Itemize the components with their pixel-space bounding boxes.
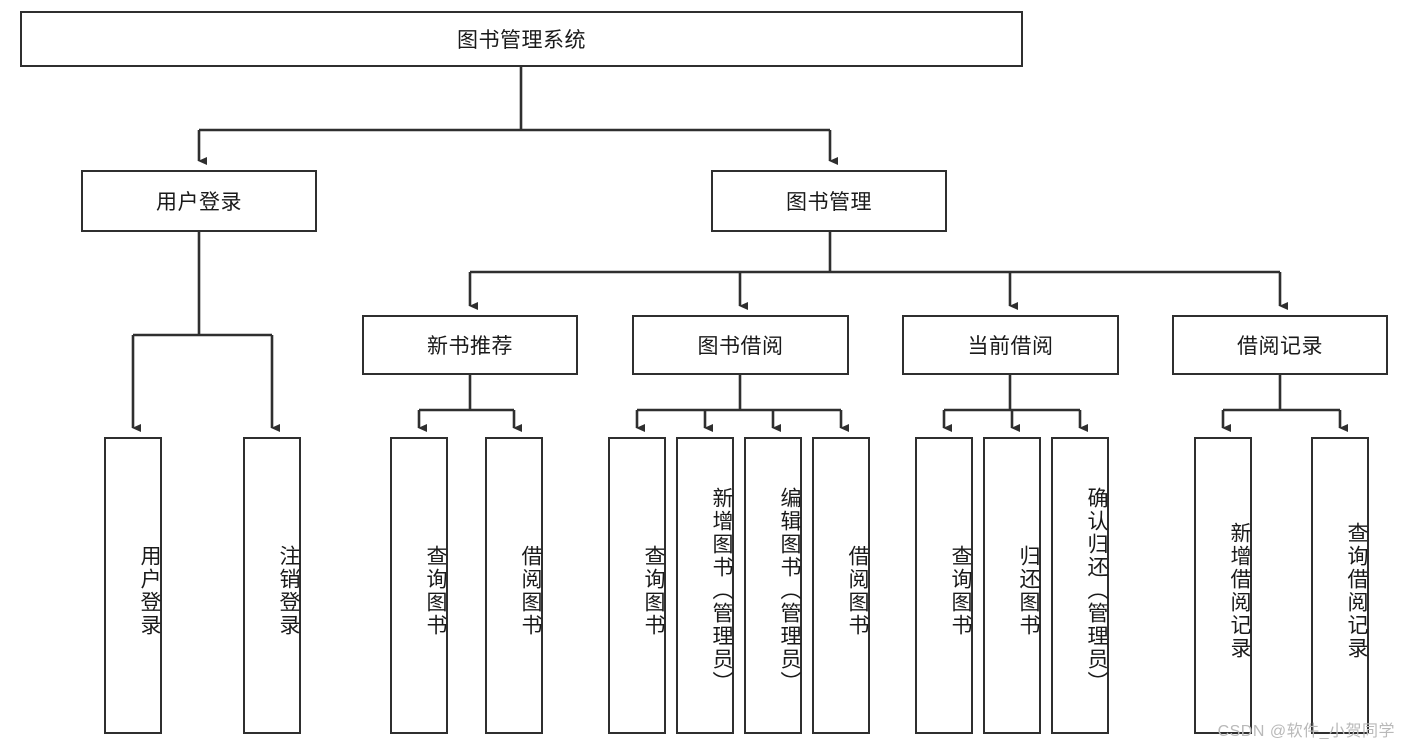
node-leaf-edit-book[interactable]: 编辑图书（管理员） — [744, 437, 802, 734]
node-leaf-query-book-3[interactable]: 查询图书 — [915, 437, 973, 734]
node-leaf-borrow-book-1-label: 借阅图书 — [519, 544, 542, 637]
node-leaf-return-book-label: 归还图书 — [1017, 544, 1040, 637]
node-leaf-query-book-3-label: 查询图书 — [949, 544, 972, 637]
node-root-label: 图书管理系统 — [457, 29, 586, 52]
node-book-manage[interactable]: 图书管理 — [711, 170, 947, 232]
node-current-borrow-label: 当前借阅 — [967, 335, 1054, 358]
node-leaf-borrow-book-2[interactable]: 借阅图书 — [812, 437, 870, 734]
node-borrow-record-label: 借阅记录 — [1237, 335, 1323, 358]
node-leaf-query-book-1[interactable]: 查询图书 — [390, 437, 448, 734]
node-current-borrow[interactable]: 当前借阅 — [902, 315, 1119, 375]
node-leaf-add-book[interactable]: 新增图书（管理员） — [676, 437, 734, 734]
node-leaf-user-logout[interactable]: 注销登录 — [243, 437, 301, 734]
node-new-book-recommend[interactable]: 新书推荐 — [362, 315, 578, 375]
watermark: CSDN @软件_小贺同学 — [1217, 723, 1395, 740]
node-leaf-user-login-label: 用户登录 — [138, 544, 161, 637]
node-leaf-user-login[interactable]: 用户登录 — [104, 437, 162, 734]
node-leaf-query-book-2[interactable]: 查询图书 — [608, 437, 666, 734]
node-leaf-confirm-return-label: 确认归还（管理员） — [1085, 487, 1108, 694]
node-leaf-add-book-label: 新增图书（管理员） — [710, 487, 733, 694]
node-new-book-recommend-label: 新书推荐 — [427, 335, 513, 358]
node-book-borrow[interactable]: 图书借阅 — [632, 315, 849, 375]
node-user-login[interactable]: 用户登录 — [81, 170, 317, 232]
node-leaf-query-borrow-record-label: 查询借阅记录 — [1345, 521, 1368, 660]
node-book-borrow-label: 图书借阅 — [697, 335, 784, 358]
node-leaf-confirm-return[interactable]: 确认归还（管理员） — [1051, 437, 1109, 734]
node-leaf-add-borrow-record-label: 新增借阅记录 — [1228, 521, 1251, 660]
node-book-manage-label: 图书管理 — [786, 191, 872, 214]
node-leaf-borrow-book-2-label: 借阅图书 — [846, 544, 869, 637]
node-leaf-query-book-2-label: 查询图书 — [642, 544, 665, 637]
node-leaf-borrow-book-1[interactable]: 借阅图书 — [485, 437, 543, 734]
node-user-login-label: 用户登录 — [156, 191, 242, 214]
node-leaf-query-book-1-label: 查询图书 — [424, 544, 447, 637]
node-leaf-add-borrow-record[interactable]: 新增借阅记录 — [1194, 437, 1252, 734]
node-leaf-return-book[interactable]: 归还图书 — [983, 437, 1041, 734]
node-borrow-record[interactable]: 借阅记录 — [1172, 315, 1388, 375]
node-leaf-user-logout-label: 注销登录 — [277, 544, 300, 637]
node-leaf-edit-book-label: 编辑图书（管理员） — [778, 487, 801, 694]
node-leaf-query-borrow-record[interactable]: 查询借阅记录 — [1311, 437, 1369, 734]
node-root[interactable]: 图书管理系统 — [20, 11, 1023, 67]
